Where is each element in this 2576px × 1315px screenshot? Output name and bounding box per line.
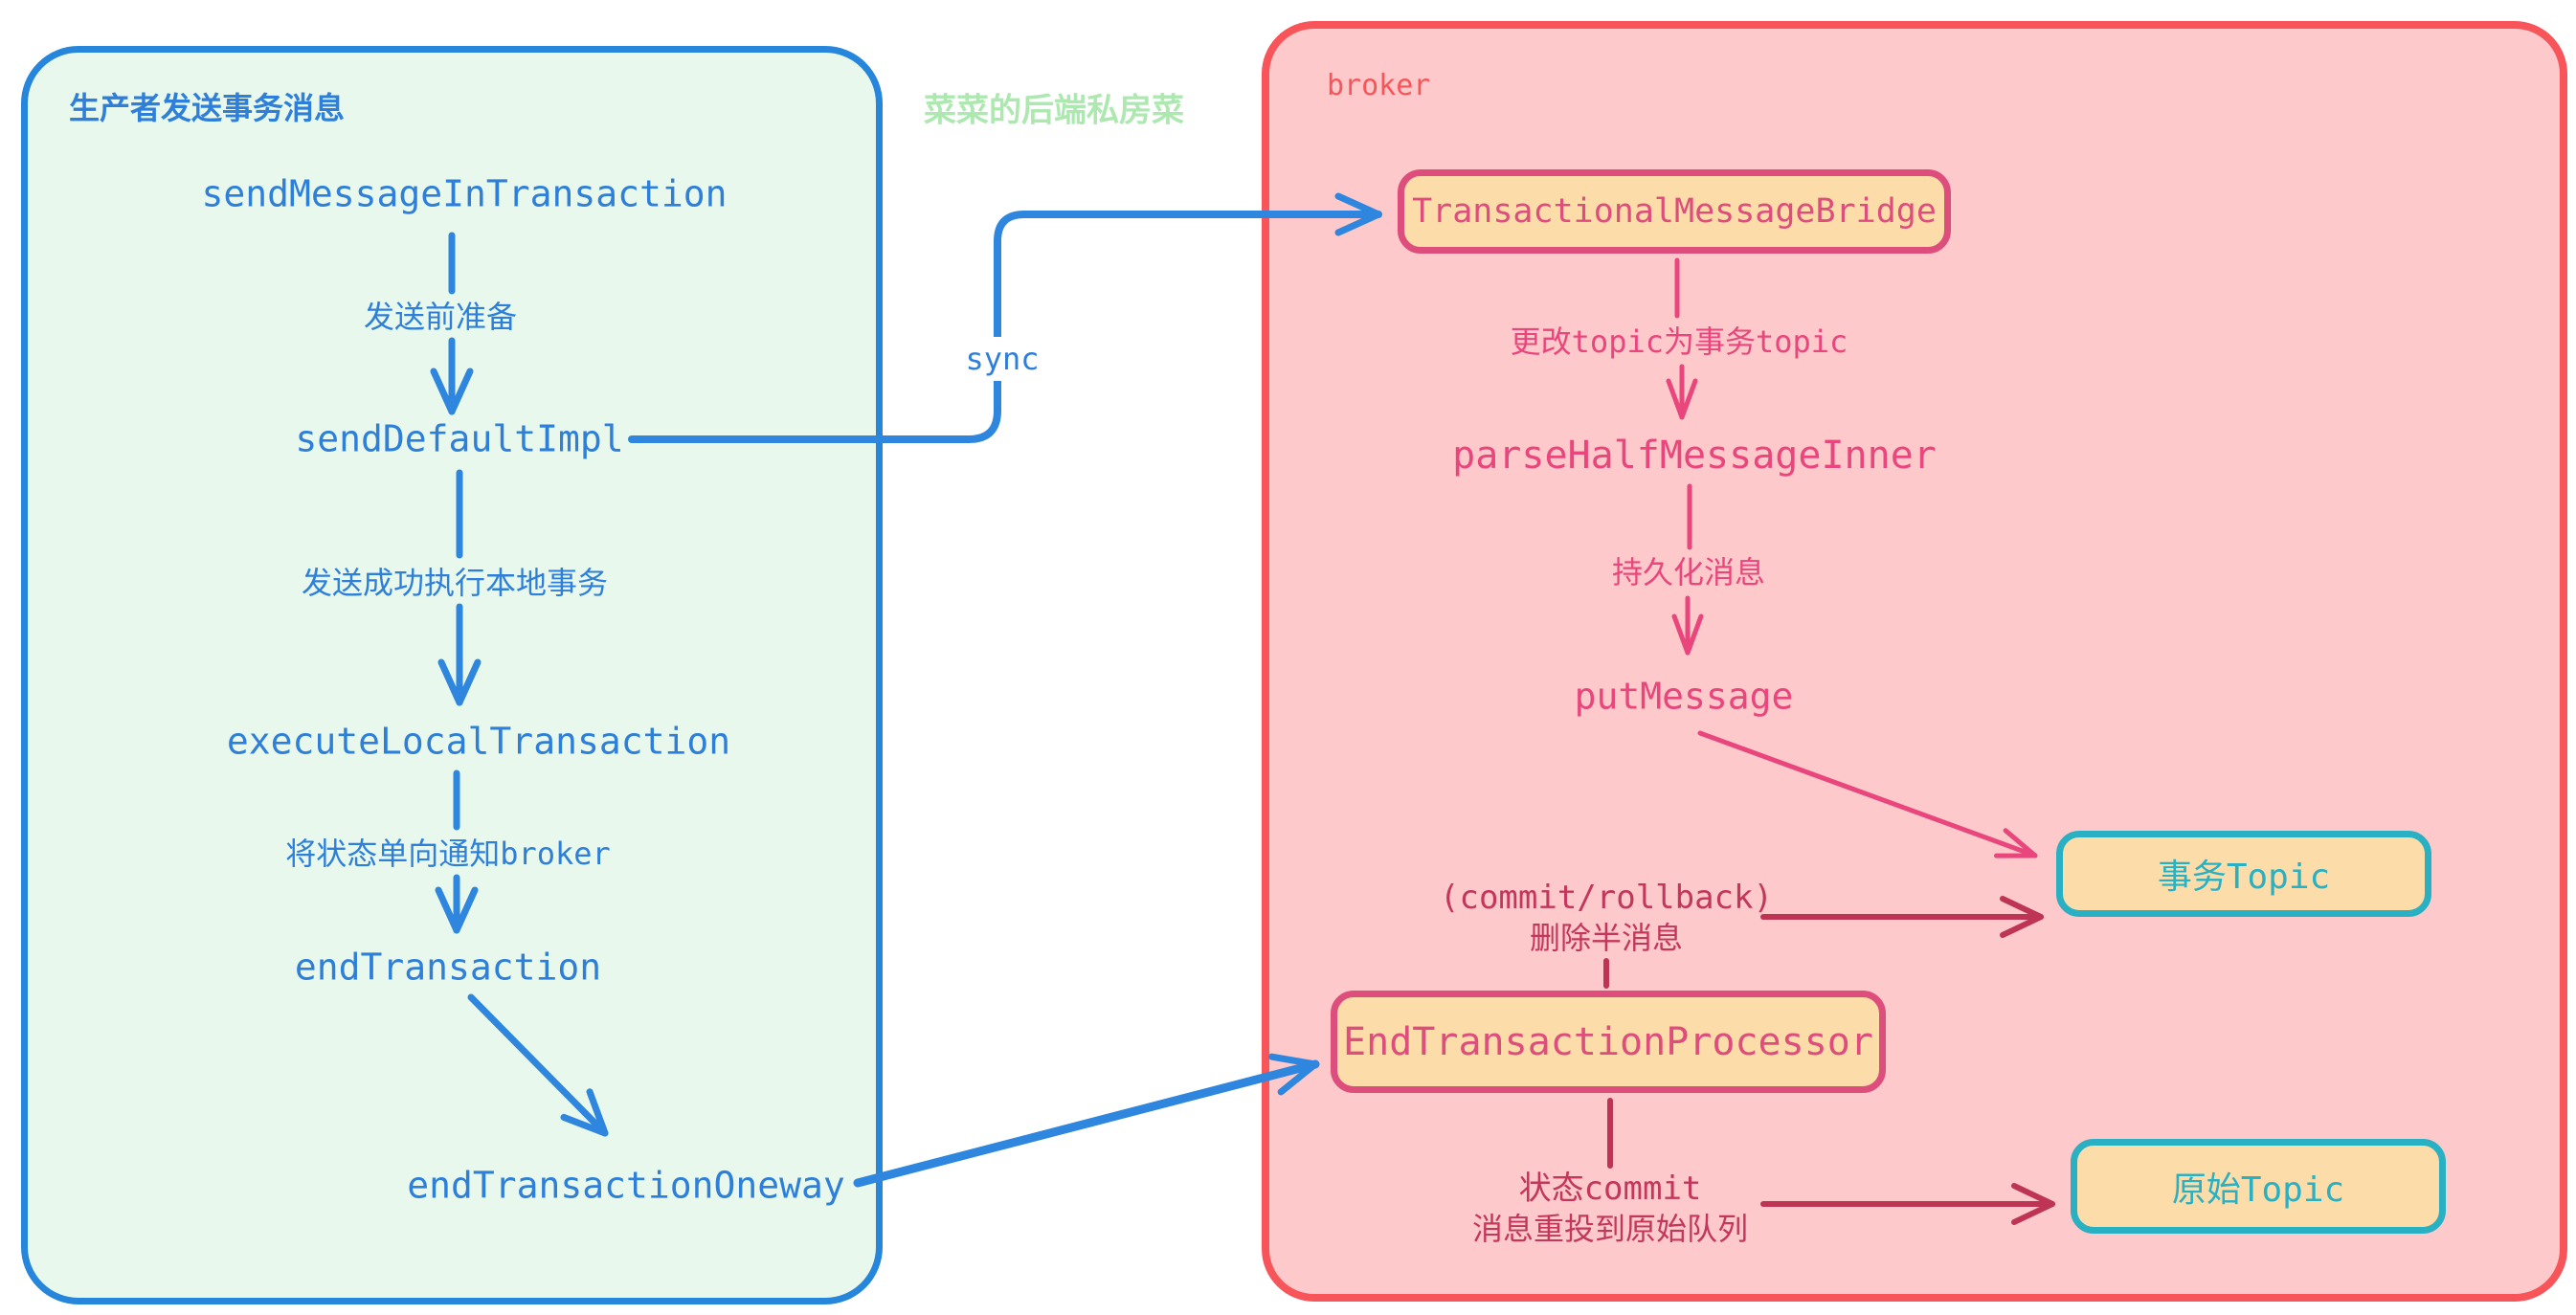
node-send-default-impl: sendDefaultImpl — [295, 417, 624, 460]
edge-label-persist: 持久化消息 — [1611, 554, 1766, 591]
edge-label-change-topic: 更改topic为事务topic — [1510, 323, 1848, 360]
arrow-endtransactiononeway-to-processor — [853, 1053, 1320, 1188]
edge-label-status-commit-line1: 状态commit — [1518, 1169, 1702, 1208]
node-end-transaction-oneway: endTransactionOneway — [407, 1164, 845, 1207]
broker-panel-title: broker — [1327, 69, 1431, 102]
node-end-transaction: endTransaction — [294, 946, 602, 989]
edge-label-commit-rollback-line1: (commit/rollback) — [1440, 878, 1773, 917]
box-original-topic-label: 原始Topic — [2171, 1170, 2345, 1210]
sync-label: sync — [959, 337, 1045, 381]
node-put-message: putMessage — [1574, 675, 1794, 718]
edge-label-notify-broker: 将状态单向通知broker — [285, 836, 611, 872]
edge-label-status-commit-line2: 消息重投到原始队列 — [1471, 1210, 1749, 1247]
box-transaction-topic: 事务Topic — [2056, 831, 2431, 917]
edge-label-exec-local: 发送成功执行本地事务 — [301, 565, 609, 601]
node-parse-half-message-inner: parseHalfMessageInner — [1452, 434, 1937, 478]
box-transactional-message-bridge-label: TransactionalMessageBridge — [1412, 192, 1937, 231]
node-send-message-in-transaction: sendMessageInTransaction — [201, 172, 728, 215]
box-original-topic: 原始Topic — [2071, 1139, 2446, 1234]
producer-panel-title: 生产者发送事务消息 — [69, 90, 346, 126]
edge-label-commit-rollback: (commit/rollback) 删除半消息 — [1440, 878, 1773, 957]
edge-label-commit-rollback-line2: 删除半消息 — [1529, 919, 1683, 956]
box-end-transaction-processor-label: EndTransactionProcessor — [1343, 1019, 1873, 1064]
edge-label-status-commit: 状态commit 消息重投到原始队列 — [1472, 1169, 1748, 1248]
box-end-transaction-processor: EndTransactionProcessor — [1331, 991, 1886, 1093]
edge-label-prepare: 发送前准备 — [363, 299, 518, 335]
node-execute-local-transaction: executeLocalTransaction — [226, 720, 731, 763]
box-transactional-message-bridge: TransactionalMessageBridge — [1398, 169, 1951, 254]
watermark-text: 菜菜的后端私房菜 — [924, 91, 1184, 130]
box-transaction-topic-label: 事务Topic — [2157, 858, 2331, 897]
producer-panel — [21, 46, 883, 1304]
